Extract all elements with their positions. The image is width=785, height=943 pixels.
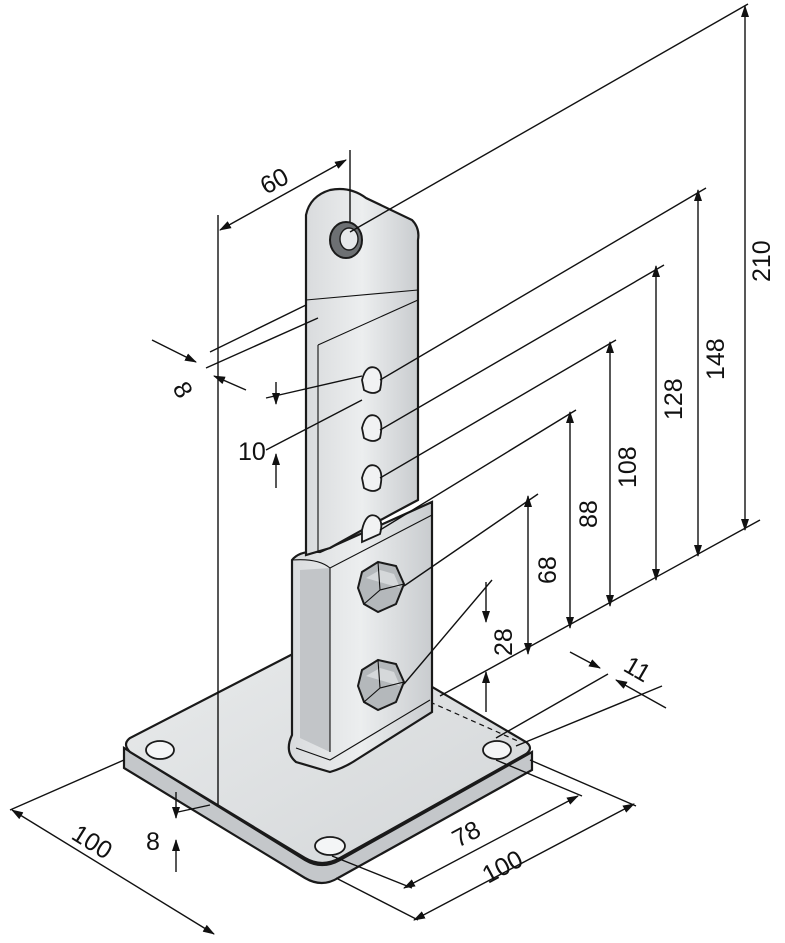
- label-28: 28: [490, 628, 518, 656]
- label-8-base: 8: [146, 828, 160, 856]
- label-148: 148: [702, 338, 730, 380]
- dim-line-60: [219, 159, 347, 231]
- plate-hole-right: [482, 740, 512, 760]
- label-60: 60: [256, 163, 294, 201]
- adjustment-holes: [361, 366, 383, 544]
- lower-bolt: [356, 658, 406, 712]
- dim-line-11: [569, 651, 601, 669]
- label-108: 108: [614, 446, 642, 488]
- upper-post: [304, 187, 420, 557]
- label-210: 210: [748, 240, 776, 282]
- extension-lines: [9, 3, 761, 921]
- plate-hole-front: [314, 836, 346, 856]
- label-10: 10: [238, 438, 266, 466]
- dim-line-8-top: [151, 339, 197, 363]
- label-8-top: 8: [167, 377, 198, 403]
- plate-hole-left: [145, 740, 175, 760]
- label-100-left: 100: [67, 819, 117, 865]
- label-11: 11: [619, 651, 655, 688]
- label-88: 88: [575, 500, 603, 528]
- label-68: 68: [534, 556, 562, 584]
- upper-bolt: [356, 560, 406, 614]
- label-128: 128: [660, 378, 688, 420]
- dimension-lines: [11, 5, 749, 935]
- dim-line-100-left: [11, 809, 215, 935]
- dim-line-100-right: [413, 803, 635, 921]
